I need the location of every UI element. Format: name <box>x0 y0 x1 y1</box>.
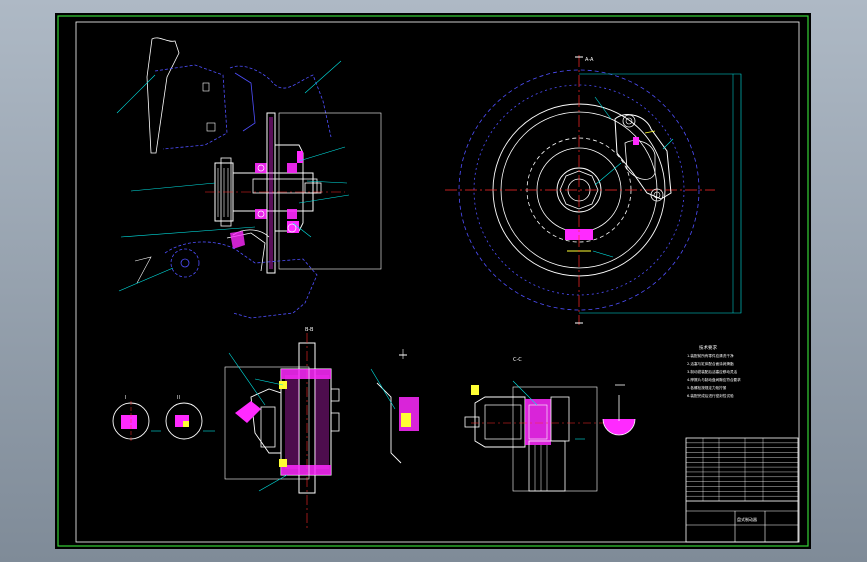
detail-label-ii: II <box>177 395 180 401</box>
drawing-title: 盘式制动器 <box>737 516 757 522</box>
section-title-bb: B-B <box>305 327 314 333</box>
caliper-side-view: C-C <box>464 357 603 492</box>
tech-requirements: 技术要求 1.装配前所有零件应清洗干净 2.活塞与缸体配合面涂润滑脂 3.制动钳… <box>687 344 741 398</box>
disc-front-view: A-A <box>445 55 742 325</box>
title-block: 盘式制动器 <box>685 437 799 543</box>
tech-line-3: 3.制动钳装配后活塞应移动灵活 <box>687 369 738 374</box>
tech-line-2: 2.活塞与缸体配合面涂润滑脂 <box>687 361 734 366</box>
detail-label-i: I <box>125 395 126 401</box>
small-section-view <box>370 349 419 464</box>
pin-detail-view <box>602 384 636 436</box>
section-assembly-view <box>116 37 382 319</box>
caliper-section-view: B-B <box>224 327 340 528</box>
inner-frame <box>75 21 800 543</box>
tech-title: 技术要求 <box>699 344 717 351</box>
outer-frame <box>57 15 809 547</box>
tech-line-5: 5.各螺栓按规定力矩拧紧 <box>687 385 727 390</box>
tech-line-4: 4.摩擦片与制动盘间隙应符合要求 <box>687 377 741 382</box>
detail-circles: I II <box>112 395 215 441</box>
drawing-sheet: A-A B-B <box>55 13 811 549</box>
cad-drawing: A-A B-B <box>57 15 809 547</box>
tech-line-1: 1.装配前所有零件应清洗干净 <box>687 353 734 358</box>
section-title-cc: C-C <box>513 357 522 363</box>
tech-line-6: 6.装配完成后进行密封性试验 <box>687 393 734 398</box>
section-mark-top: A-A <box>585 57 594 63</box>
